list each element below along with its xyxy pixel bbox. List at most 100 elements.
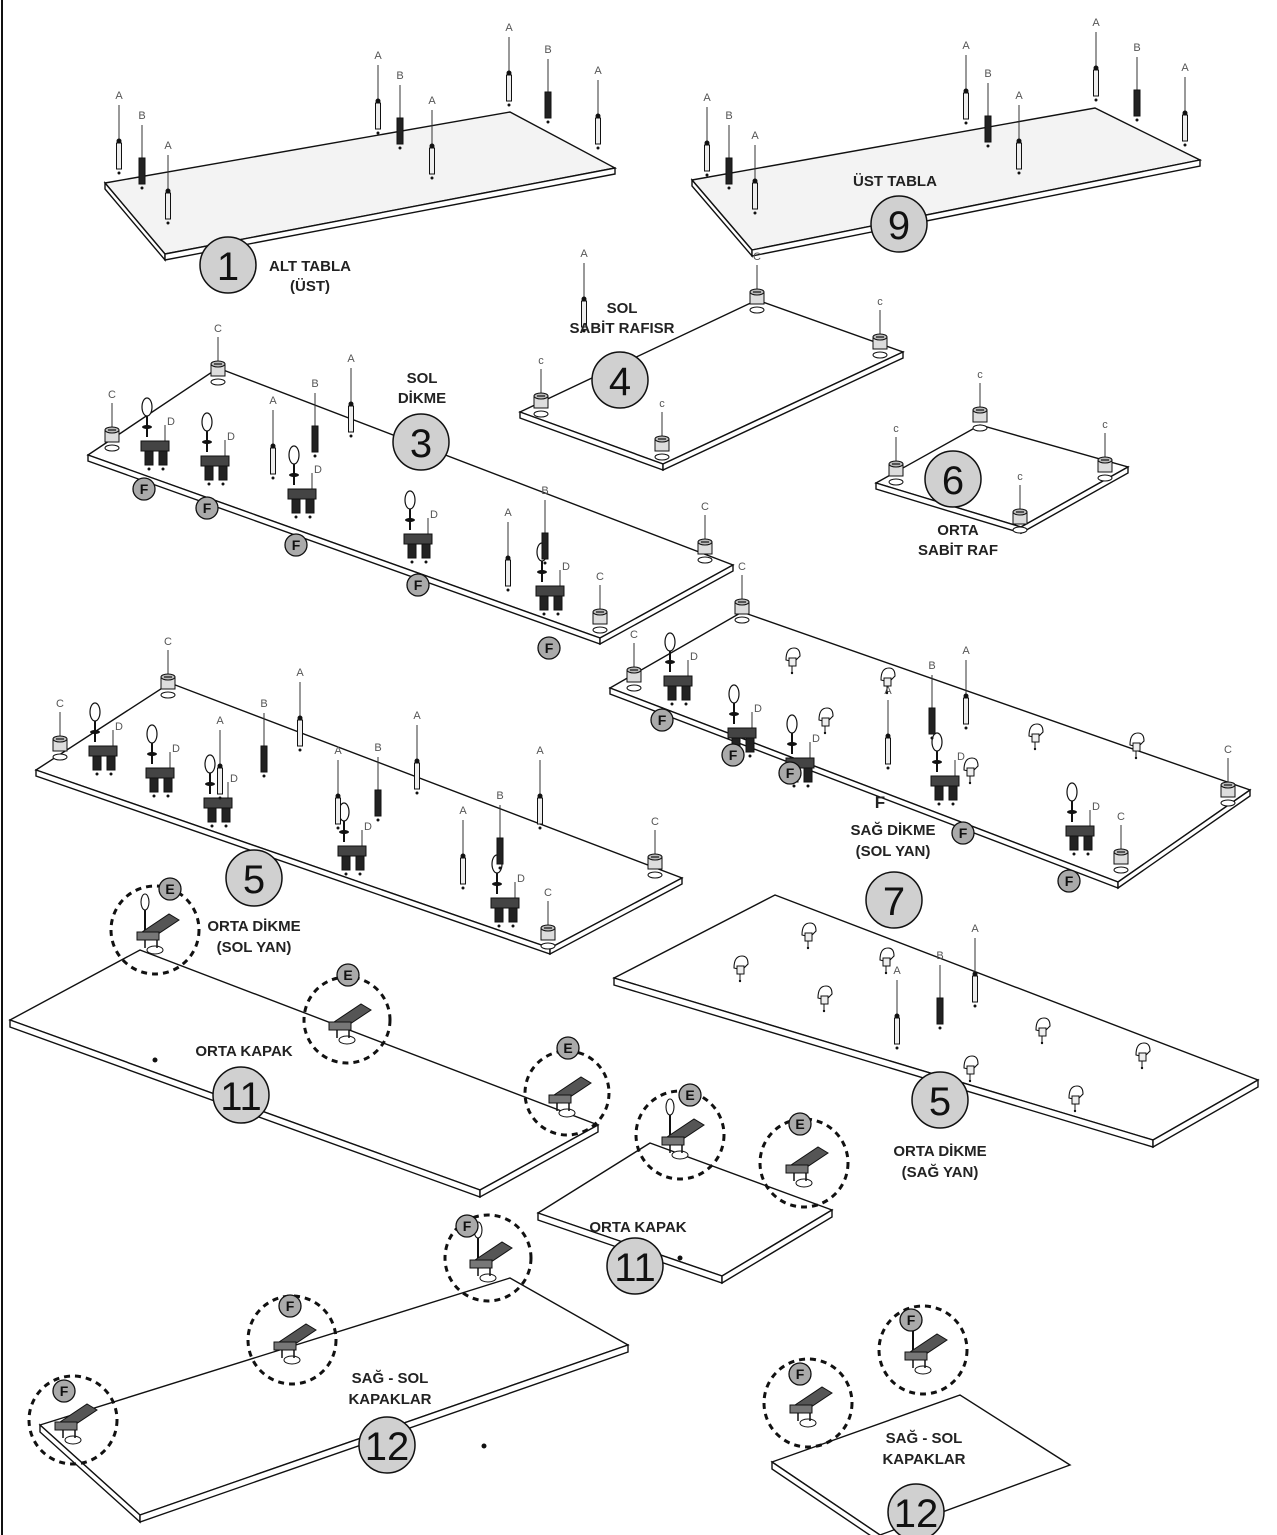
part-number-4: 4 <box>591 351 649 409</box>
part-number-text: 3 <box>410 422 432 466</box>
hardware-tag-c: C <box>596 571 604 583</box>
bracket-d-icon <box>200 412 230 486</box>
cam-lock-c-icon <box>872 310 888 359</box>
clip-icon <box>1028 723 1044 751</box>
hardware-tag-c: c <box>538 355 544 367</box>
part-number-5-upper: 5 <box>225 849 283 907</box>
dowel-a-icon <box>506 37 512 107</box>
badge-f-text: F <box>796 1366 805 1382</box>
dowel-a-icon <box>1016 105 1022 175</box>
hardware-tag-d: D <box>172 743 180 755</box>
dowel-b-icon <box>496 805 504 870</box>
panel-5-orta-dikme-sag <box>612 894 1260 1149</box>
dowel-b-icon <box>936 965 944 1030</box>
hardware-tag-d: D <box>167 416 175 428</box>
hardware-tag-a: A <box>459 805 467 817</box>
hardware-tag-a: A <box>594 65 602 77</box>
hardware-tag-b: B <box>541 485 548 497</box>
part-number-1: 1 <box>199 236 257 294</box>
part-number-text: 6 <box>942 459 964 503</box>
hardware-tag-b: B <box>396 70 403 82</box>
hardware-tag-b: B <box>725 110 732 122</box>
dowel-a-icon <box>460 820 466 890</box>
hardware-tag-a: A <box>703 92 711 104</box>
label-orta-dikme-sol-2: (SOL YAN) <box>217 939 292 956</box>
dowel-a-icon <box>1182 77 1188 147</box>
badge-f-icon: F <box>778 761 802 785</box>
label-sol-sabit-2: SABİT RAFISR <box>570 320 675 337</box>
hinge-icon <box>523 1049 611 1137</box>
dowel-a-icon <box>217 730 223 800</box>
panel-4-sol-sabit-raf <box>518 299 905 472</box>
badge-f-text: F <box>60 1383 69 1399</box>
cam-lock-c-icon <box>888 437 904 486</box>
hardware-tag-b: B <box>260 698 267 710</box>
hinge-icon <box>634 1089 726 1181</box>
badge-f-text: F <box>414 577 423 593</box>
bracket-d-icon <box>535 542 565 616</box>
badge-f-text: F <box>140 481 149 497</box>
dowel-a-icon <box>885 700 891 770</box>
badge-e-text: E <box>685 1087 694 1103</box>
dowel-b-icon <box>396 85 404 150</box>
clip-icon <box>733 955 749 983</box>
dowel-a-icon <box>505 522 511 592</box>
dowel-a-icon <box>1093 32 1099 102</box>
part-number-3: 3 <box>392 413 450 471</box>
hardware-tag-b: B <box>984 68 991 80</box>
badge-e-icon: E <box>158 877 182 901</box>
hardware-tag-b: B <box>928 660 935 672</box>
label-orta-sabit-2: SABİT RAF <box>918 542 998 559</box>
bracket-d-icon <box>663 632 693 706</box>
hardware-tag-d: D <box>230 773 238 785</box>
part-number-7: 7 <box>865 871 923 929</box>
hardware-tag-c: c <box>893 423 899 435</box>
hardware-tag-a: A <box>296 667 304 679</box>
hardware-tag-a: A <box>962 645 970 657</box>
hardware-tag-a: A <box>504 507 512 519</box>
clip-icon <box>963 1055 979 1083</box>
clip-icon <box>879 947 895 975</box>
part-number-11-left: 11 <box>212 1066 270 1124</box>
clip-icon <box>801 922 817 950</box>
hinge-icon <box>877 1304 969 1396</box>
cam-lock-c-icon <box>647 830 663 879</box>
hardware-tag-d: D <box>957 751 965 763</box>
badge-e-icon: E <box>556 1036 580 1060</box>
dowel-a-icon <box>963 55 969 125</box>
hardware-tag-c: c <box>1017 471 1023 483</box>
hinge-icon <box>302 975 392 1065</box>
badge-f-text: F <box>203 500 212 516</box>
hardware-tag-c: C <box>108 389 116 401</box>
hardware-tag-a: A <box>164 140 172 152</box>
badge-f-icon: F <box>195 496 219 520</box>
hardware-tag-d: D <box>314 464 322 476</box>
hardware-tag-d: D <box>754 703 762 715</box>
badge-f-icon: F <box>52 1379 76 1403</box>
hardware-tag-d: D <box>430 509 438 521</box>
label-sag-dikme-1: SAĞ DİKME <box>850 821 935 839</box>
part-number-text: 11 <box>614 1246 656 1290</box>
label-sag-dikme-f: F <box>875 793 885 812</box>
hinge-icon <box>762 1357 854 1449</box>
dowel-a-icon <box>116 105 122 175</box>
hardware-tag-a: A <box>505 22 513 34</box>
panel-11-orta-kapak-left <box>8 949 600 1199</box>
badge-f-text: F <box>786 765 795 781</box>
badge-f-text: F <box>1065 873 1074 889</box>
dowel-a-icon <box>429 110 435 180</box>
badge-f-icon: F <box>406 573 430 597</box>
hardware-tag-d: D <box>690 651 698 663</box>
cam-lock-c-icon <box>104 403 120 452</box>
hinge-icon <box>27 1374 119 1466</box>
hardware-tag-c: c <box>877 296 883 308</box>
label-alt-tabla: ALT TABLA <box>269 258 351 275</box>
part-number-text: 5 <box>929 1080 951 1124</box>
hardware-tag-a: A <box>884 685 892 697</box>
cam-lock-c-icon <box>160 650 176 699</box>
hardware-tag-a: A <box>374 50 382 62</box>
hardware-tag-c: c <box>1102 419 1108 431</box>
bracket-d-icon <box>88 702 118 776</box>
label-orta-dikme-sol-1: ORTA DİKME <box>207 918 300 935</box>
clip-icon <box>880 667 896 695</box>
